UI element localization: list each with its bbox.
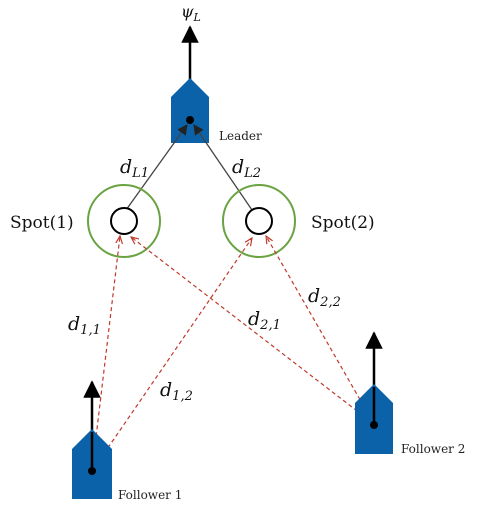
label-d11: d1,1 — [68, 313, 101, 338]
spot-2-label: Spot(2) — [311, 213, 375, 233]
spot-1-target — [110, 207, 138, 235]
spot-1-label: Spot(1) — [10, 213, 74, 233]
follower-1-label: Follower 1 — [118, 488, 182, 502]
leader-boat-icon — [171, 78, 209, 143]
follower-2-label: Follower 2 — [401, 442, 465, 456]
spot-2-target — [245, 207, 273, 235]
leader-heading-label: ψL — [181, 2, 201, 24]
follower-2-center-dot — [370, 421, 378, 429]
spot-1-ring-icon — [87, 184, 161, 258]
link-d11 — [91, 236, 120, 472]
link-d21 — [131, 237, 375, 425]
follower-1-center-dot — [88, 467, 96, 475]
label-dL1: dL1 — [120, 156, 149, 181]
link-dL1 — [125, 124, 188, 211]
leader-label: Leader — [219, 129, 262, 143]
label-d21: d2,1 — [248, 308, 281, 333]
link-dL2 — [193, 124, 253, 211]
leader-center-dot — [186, 116, 194, 124]
spot-2-ring-icon — [222, 184, 296, 258]
link-d12 — [91, 238, 252, 472]
label-dL2: dL2 — [232, 156, 261, 181]
label-d22: d2,2 — [308, 285, 341, 310]
label-d12: d1,2 — [160, 379, 193, 404]
link-d22 — [266, 236, 375, 425]
